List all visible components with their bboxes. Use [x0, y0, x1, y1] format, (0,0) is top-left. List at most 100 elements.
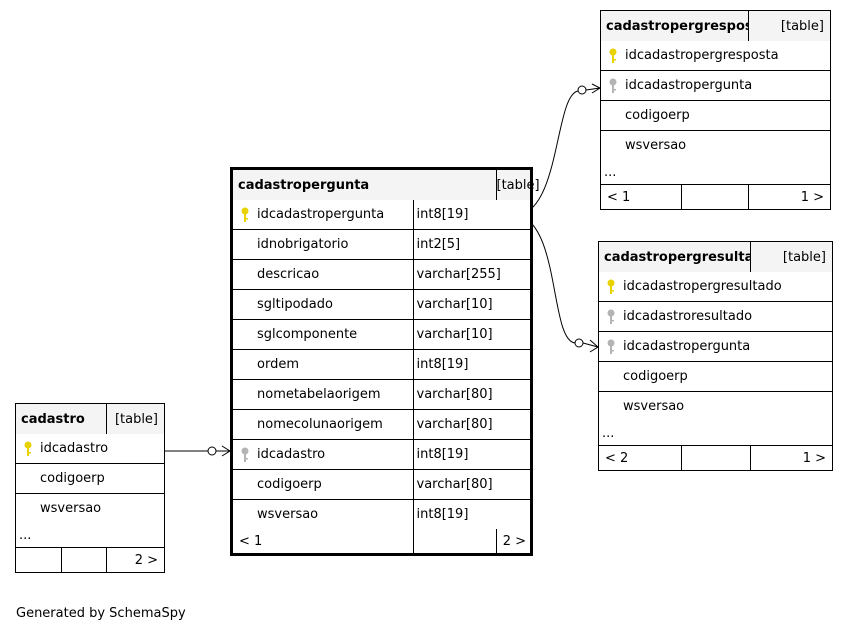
column-name: codigoerp: [625, 108, 690, 123]
column-type: int2[5]: [412, 229, 530, 260]
more-columns-ellipsis: ...: [601, 160, 830, 185]
column-name-cell: idnobrigatorio: [233, 229, 414, 260]
column-row[interactable]: idcadastro: [16, 434, 165, 464]
column-name: codigoerp: [257, 477, 322, 492]
column-name-cell: idcadastro: [233, 439, 414, 470]
column-type: varchar[10]: [412, 319, 530, 350]
column-name: idcadastro: [257, 447, 326, 462]
footer-children: 1 >: [749, 445, 832, 470]
column-name: nomecolunaorigem: [257, 417, 383, 432]
footer-children: 2 >: [105, 547, 165, 572]
foreign-key-icon: [607, 309, 615, 324]
column-name-cell: codigoerp: [233, 469, 414, 500]
column-type: int8[19]: [412, 200, 530, 230]
more-columns-ellipsis: ...: [16, 523, 165, 548]
column-row[interactable]: nomecolunaorigem varchar[80]: [233, 409, 530, 440]
column-name: idnobrigatorio: [257, 237, 349, 252]
column-name: wsversao: [623, 399, 685, 414]
column-name-cell: ordem: [233, 349, 414, 380]
column-type: int8[19]: [412, 499, 530, 529]
column-row[interactable]: idcadastroresultado: [599, 301, 832, 332]
column-row[interactable]: descricao varchar[255]: [233, 259, 530, 290]
column-type: varchar[255]: [412, 259, 530, 290]
column-type: varchar[80]: [412, 409, 530, 440]
column-name: wsversao: [40, 501, 102, 516]
column-name: wsversao: [257, 507, 319, 522]
column-name: idcadastropergresposta: [625, 48, 779, 63]
column-name-cell: descricao: [233, 259, 414, 290]
column-name-cell: idcadastroresultado: [599, 301, 832, 332]
more-columns-ellipsis: ...: [599, 421, 832, 446]
column-type: varchar[80]: [412, 379, 530, 410]
primary-key-icon: [24, 441, 32, 456]
column-type: varchar[10]: [412, 289, 530, 320]
column-name-cell: wsversao: [601, 130, 830, 160]
column-row[interactable]: sgltipodado varchar[10]: [233, 289, 530, 320]
column-name-cell: codigoerp: [601, 100, 830, 131]
table-cadastropergunta[interactable]: cadastropergunta [table] idcadastropergu…: [230, 167, 540, 556]
column-name: sgltipodado: [257, 297, 333, 312]
column-name-cell: codigoerp: [599, 361, 832, 392]
column-name-cell: idcadastro: [16, 434, 165, 464]
table-cadastropergresposta[interactable]: cadastropergresposta [table] idcadastrop…: [600, 10, 831, 210]
column-name-cell: idcadastropergunta: [233, 200, 414, 230]
table-kind: [table]: [747, 11, 830, 41]
column-name: codigoerp: [40, 471, 105, 486]
footer-children: 2 >: [495, 529, 530, 553]
column-row[interactable]: codigoerp: [601, 100, 830, 131]
table-title: cadastro: [16, 404, 107, 434]
footer-parents: < 1: [601, 184, 682, 209]
column-row[interactable]: idcadastropergresultado: [599, 272, 832, 302]
table-kind: [table]: [495, 170, 540, 200]
column-name: sglcomponente: [257, 327, 358, 342]
column-name: idcadastroresultado: [623, 309, 753, 324]
generated-by-note: Generated by SchemaSpy: [16, 606, 186, 621]
column-name-cell: wsversao: [599, 391, 832, 421]
footer-parents: < 1: [233, 529, 414, 553]
table-cadastropergresultado[interactable]: cadastropergresultado [table] idcadastro…: [598, 241, 833, 471]
table-title: cadastropergresultado: [599, 242, 751, 272]
footer-parents: [16, 547, 62, 572]
column-row[interactable]: wsversao: [599, 391, 832, 421]
column-type: int8[19]: [412, 349, 530, 380]
column-name: wsversao: [625, 138, 687, 153]
column-row[interactable]: idnobrigatorio int2[5]: [233, 229, 530, 260]
column-row[interactable]: idcadastropergresposta: [601, 41, 830, 71]
column-name: descricao: [257, 267, 320, 282]
footer-middle: [680, 184, 749, 209]
column-row[interactable]: sglcomponente varchar[10]: [233, 319, 530, 350]
foreign-key-icon: [241, 447, 249, 462]
footer-children: 1 >: [747, 184, 830, 209]
column-name-cell: idcadastropergresultado: [599, 272, 832, 302]
column-name-cell: wsversao: [16, 493, 165, 523]
column-name-cell: idcadastropergunta: [601, 70, 830, 101]
column-row[interactable]: wsversao: [16, 493, 165, 523]
column-name: ordem: [257, 357, 299, 372]
column-row[interactable]: wsversao int8[19]: [233, 499, 530, 529]
foreign-key-icon: [607, 339, 615, 354]
table-title: cadastropergresposta: [601, 11, 749, 41]
column-name: idcadastropergunta: [625, 78, 753, 93]
footer-parents: < 2: [599, 445, 682, 470]
footer-middle: [412, 529, 497, 553]
edge-cadastro-to-cadastropergunta: [165, 445, 231, 457]
primary-key-icon: [607, 279, 615, 294]
column-name-cell: nometabelaorigem: [233, 379, 414, 410]
column-name: codigoerp: [623, 369, 688, 384]
column-name-cell: wsversao: [233, 499, 414, 529]
column-row[interactable]: ordem int8[19]: [233, 349, 530, 380]
column-row[interactable]: idcadastropergunta: [601, 70, 830, 101]
column-name-cell: codigoerp: [16, 463, 165, 494]
column-name-cell: sgltipodado: [233, 289, 414, 320]
column-row[interactable]: idcadastropergunta: [599, 331, 832, 362]
column-row[interactable]: codigoerp: [599, 361, 832, 392]
column-name-cell: sglcomponente: [233, 319, 414, 350]
column-row[interactable]: codigoerp: [16, 463, 165, 494]
column-row[interactable]: wsversao: [601, 130, 830, 160]
foreign-key-icon: [609, 78, 617, 93]
